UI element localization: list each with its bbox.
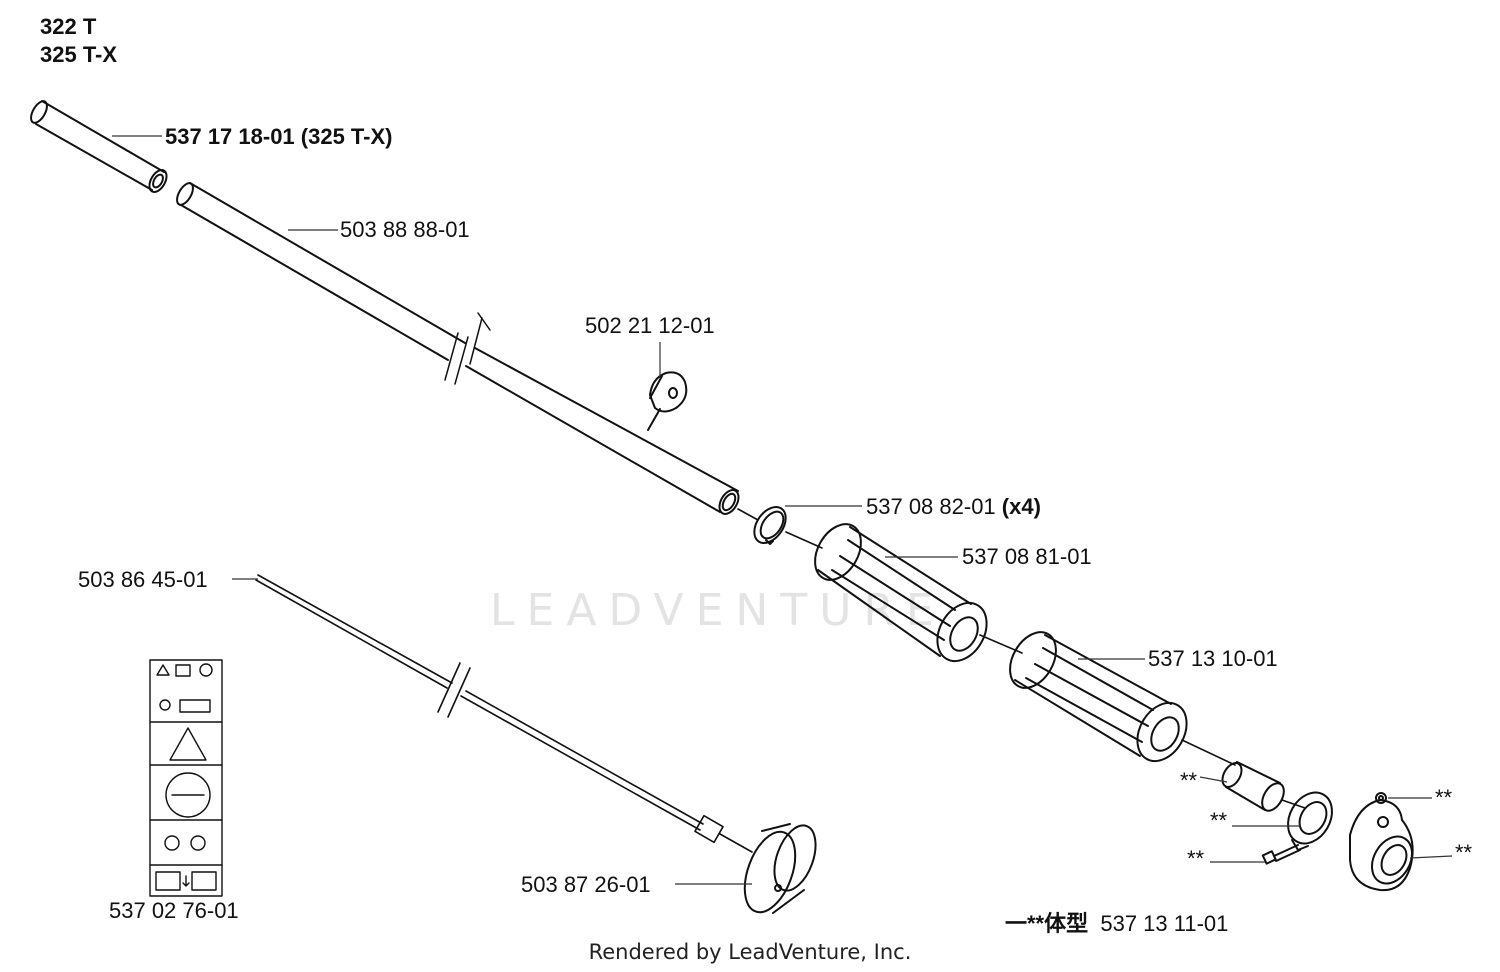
- quantity-note: (x4): [1001, 494, 1041, 519]
- footer-credit: Rendered by LeadVenture, Inc.: [588, 940, 912, 964]
- part-label-kit: 一**体型 537 13 11-01: [1005, 911, 1228, 937]
- grip-part: [1009, 631, 1188, 763]
- long-tube-part: [176, 182, 740, 515]
- leader-lines: [112, 135, 1453, 885]
- nut-part: [1375, 792, 1387, 804]
- kit-marker: **: [1455, 840, 1473, 865]
- part-label-grip-1: 537 08 81-01: [962, 544, 1092, 569]
- part-label-shaft: 503 86 45-01: [78, 567, 208, 592]
- part-label-drum: 503 87 26-01: [521, 872, 651, 897]
- screw-part: [1261, 844, 1301, 865]
- grip-part: [814, 523, 988, 663]
- short-tube-part: [30, 100, 168, 193]
- part-label-ring: 537 08 82-01 (x4): [866, 494, 1041, 520]
- part-label-decal: 537 02 76-01: [109, 898, 239, 923]
- decal-sheet-part: [149, 659, 223, 897]
- watermark: LEADVENTURE: [490, 585, 946, 636]
- part-label-tube-short: 537 17 18-01 (325 T-X): [165, 124, 393, 149]
- collar-part: [1287, 791, 1333, 851]
- kit-marker: **: [1187, 846, 1205, 871]
- part-label-grip-2: 537 13 10-01: [1148, 646, 1278, 671]
- part-number: 537 13 11-01: [1100, 911, 1229, 936]
- bracket-part: [1349, 799, 1414, 892]
- model-name: 322 T: [40, 14, 97, 39]
- kit-marker: **: [1180, 768, 1198, 793]
- part-number: 537 08 82-01: [866, 494, 996, 519]
- drive-shaft-part: [255, 574, 753, 853]
- kit-marker: **: [1210, 808, 1228, 833]
- model-name: 325 T-X: [40, 42, 118, 67]
- part-label-clip: 502 21 12-01: [585, 313, 715, 338]
- ring-part: [753, 505, 787, 545]
- sleeve-part: [1221, 761, 1285, 812]
- clip-part: [647, 371, 688, 431]
- part-label-tube-long: 503 88 88-01: [340, 217, 470, 242]
- drum-part: [743, 823, 817, 914]
- kit-prefix: 一**体型: [1005, 911, 1089, 936]
- kit-marker: **: [1435, 785, 1453, 810]
